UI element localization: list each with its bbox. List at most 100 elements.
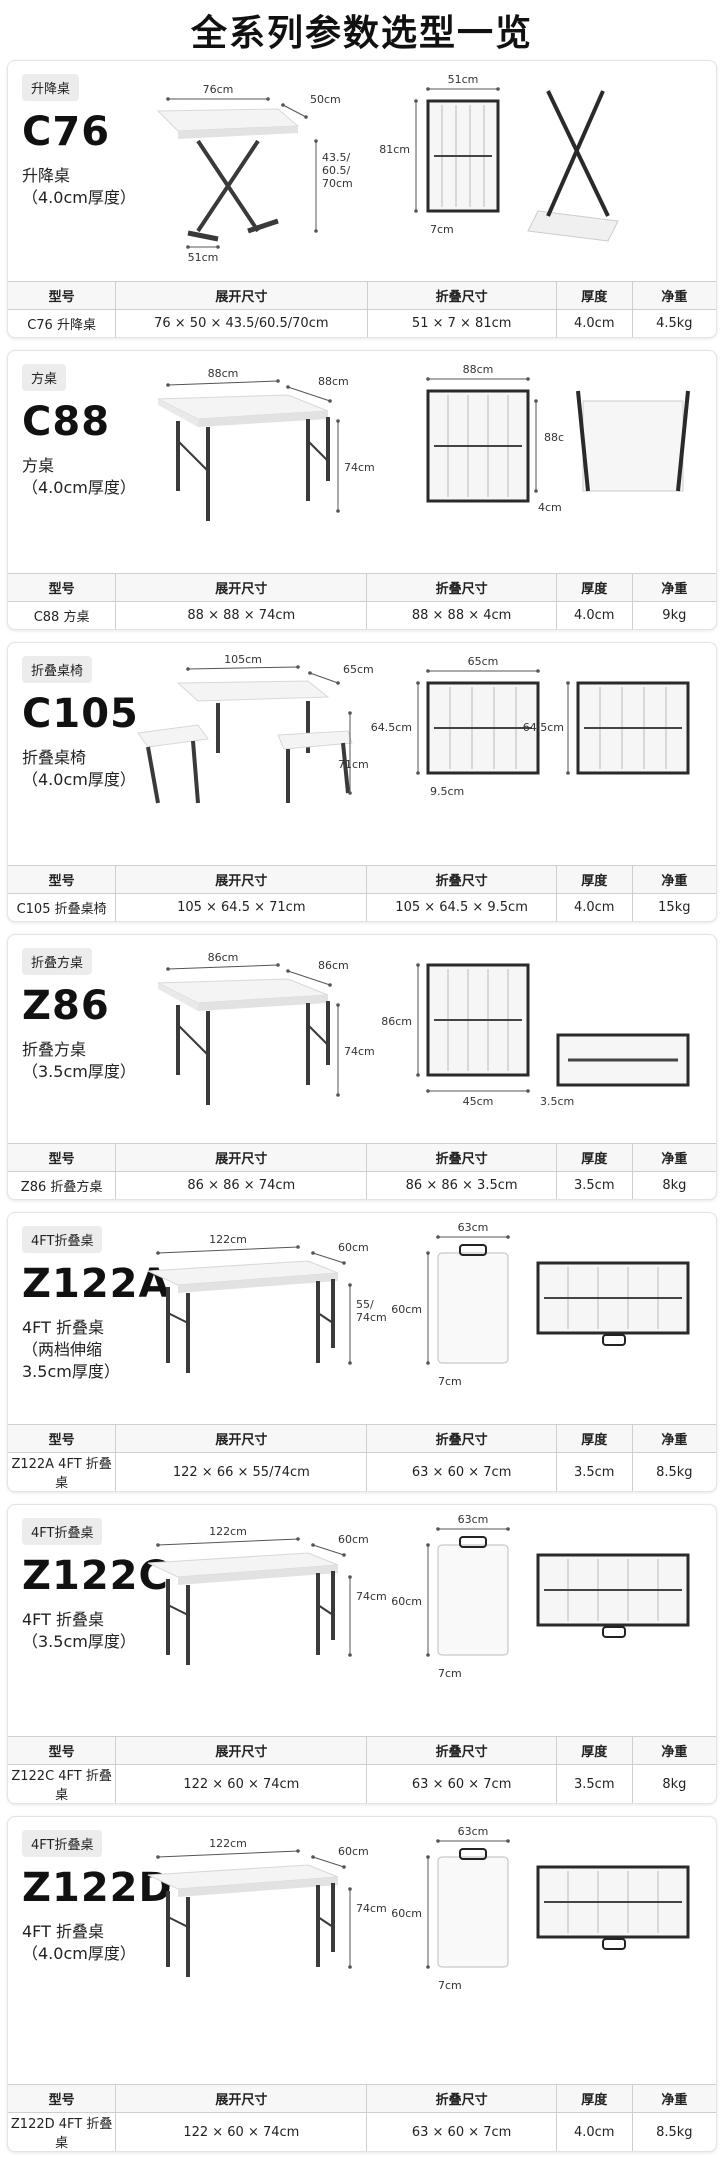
spec-cell: 88 × 88 × 74cm [115,600,368,629]
dim-folded-width-label: 63cm [458,1221,489,1234]
spec-cell: 8.5kg [632,1452,716,1491]
folded-table-illustration: 63cm 60cm 7cm [391,1825,708,2027]
spec-header-row: 型号展开尺寸折叠尺寸厚度净重 [8,280,716,309]
spec-header-cell: 展开尺寸 [115,1736,368,1765]
spec-header-cell: 净重 [632,280,716,309]
dim-width-label: 122cm [209,1837,247,1850]
dim-depth-label: 60cm [338,1241,369,1254]
spec-header-cell: 型号 [8,864,117,893]
spec-header-cell: 型号 [8,280,117,309]
spec-cell: 3.5cm [556,1170,633,1199]
dim-height-label: 74cm [344,461,375,474]
spec-cell: 63 × 60 × 7cm [366,2112,557,2151]
spec-cell: 51 × 7 × 81cm [367,308,557,337]
spec-header-row: 型号展开尺寸折叠尺寸厚度净重 [8,864,716,893]
spec-cell: 8kg [632,1764,716,1803]
spec-header-cell: 厚度 [556,2084,633,2113]
spec-header-cell: 厚度 [556,572,633,601]
dim-folded-thickness-label: 7cm [438,1667,462,1680]
spec-cell: Z122A 4FT 折叠桌 [8,1452,117,1491]
model-description: 4FT 折叠桌 （4.0cm厚度） [22,1922,136,1963]
model-code: C105 [22,691,139,737]
model-code: C76 [22,109,111,155]
spec-header-cell: 折叠尺寸 [366,1142,557,1171]
dim-width-label: 105cm [224,653,262,666]
spec-cell: 4.0cm [556,892,633,921]
spec-header-cell: 折叠尺寸 [366,864,557,893]
dim-folded-height-label: 81cm [379,143,410,156]
dim-folded-height-label: 64.5cm [371,721,412,734]
spec-header-cell: 型号 [8,1424,117,1453]
dim-depth-label: 50cm [310,93,341,106]
model-description: 升降桌 （4.0cm厚度） [22,166,136,207]
dim-width-label: 88cm [208,367,239,380]
dim-folded-width-label: 63cm [458,1825,489,1838]
dim-folded-thickness-label: 3.5cm [540,1095,574,1108]
category-tag: 折叠桌椅 [22,656,93,683]
spec-header-cell: 折叠尺寸 [366,1424,557,1453]
dim-depth-label: 60cm [338,1533,369,1546]
dim-depth-label: 65cm [343,663,374,676]
dim-folded-width-label: 63cm [458,1513,489,1526]
spec-header-row: 型号展开尺寸折叠尺寸厚度净重 [8,2084,716,2113]
spec-header-cell: 型号 [8,1736,117,1765]
spec-header-cell: 展开尺寸 [115,280,368,309]
spec-header-cell: 厚度 [556,864,633,893]
spec-cell: 122 × 66 × 55/74cm [115,1452,368,1491]
spec-cell: 105 × 64.5 × 9.5cm [366,892,557,921]
dim-depth-label: 88cm [318,375,349,388]
spec-cell: 122 × 60 × 74cm [115,2112,368,2151]
spec-header-cell: 展开尺寸 [115,1424,368,1453]
spec-header-cell: 厚度 [556,1424,633,1453]
spec-header-cell: 展开尺寸 [115,1142,368,1171]
dim-folded-height2-label: 64.5cm [523,721,564,734]
unfolded-table-illustration: 88cm 88cm 74cm [138,361,388,561]
spec-cell: 8.5kg [632,2112,716,2151]
spec-header-cell: 折叠尺寸 [366,1736,557,1765]
spec-cell: 3.5cm [556,1764,633,1803]
spec-header-cell: 净重 [632,572,716,601]
dim-folded-thickness-label: 7cm [438,1979,462,1992]
dim-height-label: 43.5/60.5/70cm [322,151,353,190]
spec-cell: 4.0cm [556,600,633,629]
dim-folded-height-label: 60cm [391,1595,422,1608]
dim-width-label: 76cm [203,83,234,96]
spec-header-cell: 型号 [8,1142,117,1171]
spec-cell: 4.0cm [556,308,633,337]
spec-cell: 76 × 50 × 43.5/60.5/70cm [115,308,368,337]
category-tag: 4FT折叠桌 [22,1830,103,1857]
folded-table-illustration: 63cm 60cm 7cm [391,1513,708,1715]
dim-depth-label: 86cm [318,959,349,972]
dim-width-label: 86cm [208,951,239,964]
spec-header-cell: 净重 [632,864,716,893]
spec-header-cell: 折叠尺寸 [366,2084,557,2113]
page-title: 全系列参数选型一览 [190,13,533,54]
spec-cell: C76 升降桌 [8,308,117,337]
spec-cell: 4.0cm [556,2112,633,2151]
spec-header-cell: 展开尺寸 [115,864,368,893]
dim-folded-height-label: 60cm [391,1907,422,1920]
dim-folded-thickness-label: 4cm [538,501,562,514]
dim-depth-label: 60cm [338,1845,369,1858]
spec-cell: Z122D 4FT 折叠桌 [8,2112,117,2151]
model-description: 4FT 折叠桌 （两档伸缩 3.5cm厚度） [22,1318,120,1381]
dim-width-label: 122cm [209,1233,247,1246]
spec-cell: 86 × 86 × 74cm [115,1170,368,1199]
